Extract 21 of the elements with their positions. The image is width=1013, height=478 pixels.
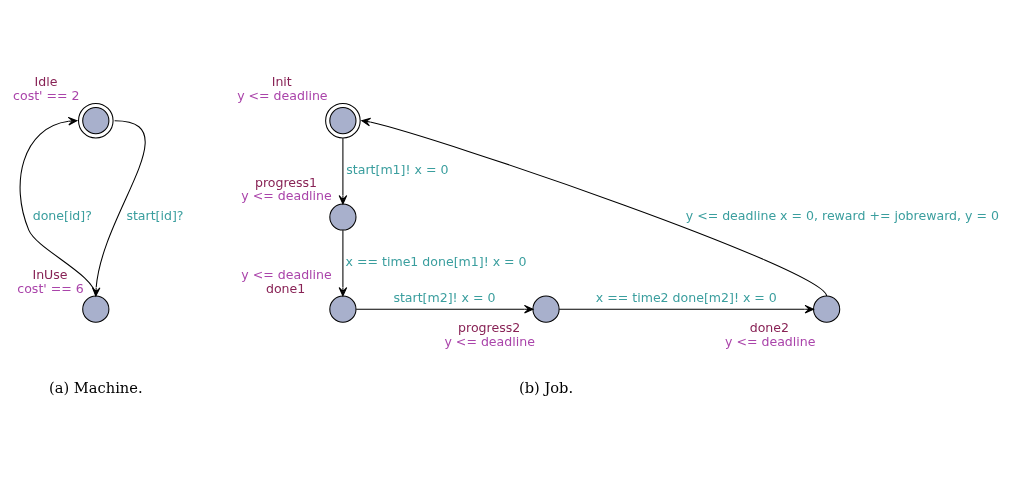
node-label: Init	[271, 74, 292, 90]
node-label: progress1	[254, 174, 318, 190]
edge-label: x == time1 done[m1]! x = 0	[345, 254, 527, 270]
edge-label: start[m2]! x = 0	[393, 290, 496, 306]
node-label: y <= deadline	[241, 266, 332, 282]
node-label: cost' == 6	[17, 280, 84, 296]
label: (a) Machine.	[49, 378, 143, 396]
node-label: progress2	[458, 320, 521, 336]
edge-label: done[id]?	[32, 208, 92, 224]
node-label: done2	[749, 320, 789, 336]
node-label: done1	[265, 280, 306, 296]
edge-label: start[id]?	[126, 208, 184, 224]
label: (b) Job.	[518, 378, 574, 396]
node-label: Idle	[34, 74, 58, 90]
node-label: y <= deadline	[725, 333, 816, 349]
node-label: cost' == 2	[13, 87, 80, 103]
edge-label: start[m1]! x = 0	[346, 162, 449, 178]
edge-label: y <= deadline x = 0, reward += jobreward, y = 0	[685, 208, 999, 224]
node-label: InUse	[32, 266, 68, 282]
edge-label: x == time2 done[m2]! x = 0	[595, 290, 777, 306]
node-label: y <= deadline	[237, 87, 328, 103]
